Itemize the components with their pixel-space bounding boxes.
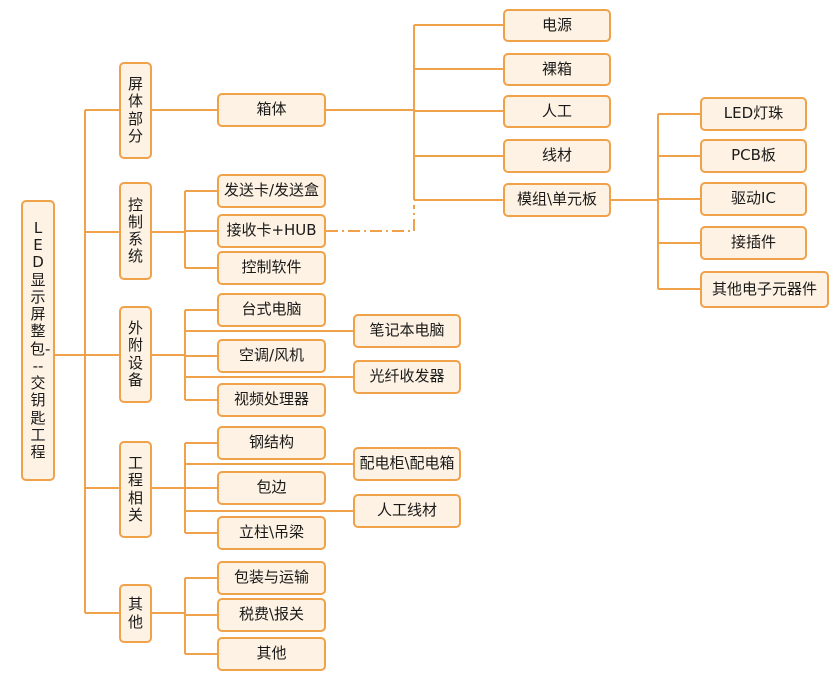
engineering-item: 立柱\吊梁 bbox=[217, 516, 326, 550]
module-item: PCB板 bbox=[700, 139, 807, 173]
other-item-label: 其他 bbox=[256, 644, 287, 663]
other-item: 包装与运输 bbox=[217, 561, 326, 595]
control-item-label: 发送卡/发送盒 bbox=[223, 181, 320, 200]
module-item-label: PCB板 bbox=[731, 146, 776, 165]
link-engineering-items bbox=[152, 442, 353, 534]
category-screen-label: 屏体部分 bbox=[127, 75, 143, 145]
root-node: LED显示屏整包---交钥匙工程 bbox=[21, 200, 55, 481]
module-item: 其他电子元器件 bbox=[700, 271, 829, 308]
engineering-item-label: 立柱\吊梁 bbox=[238, 523, 305, 542]
peripheral-item-label: 空调/风机 bbox=[238, 346, 305, 365]
module-item-label: LED灯珠 bbox=[723, 104, 784, 123]
module-item-label: 驱动IC bbox=[731, 189, 776, 208]
peripheral-side-label: 笔记本电脑 bbox=[369, 321, 445, 340]
root-label: LED显示屏整包---交钥匙工程 bbox=[30, 218, 51, 461]
cabinet-item-label: 人工 bbox=[541, 101, 572, 120]
link-root-categories bbox=[55, 109, 119, 614]
control-item: 控制软件 bbox=[217, 251, 326, 285]
module-item: 接插件 bbox=[700, 226, 807, 260]
cabinet-item-module: 模组\单元板 bbox=[503, 183, 611, 217]
cabinet-node: 箱体 bbox=[217, 93, 326, 127]
link-module-items bbox=[611, 113, 700, 290]
category-peripheral-label: 外附设备 bbox=[127, 319, 143, 389]
category-peripheral: 外附设备 bbox=[119, 306, 152, 403]
peripheral-side-item: 光纤收发器 bbox=[353, 360, 461, 394]
engineering-side-label: 配电柜\配电箱 bbox=[359, 454, 455, 473]
other-item-label: 税费\报关 bbox=[238, 605, 305, 624]
link-peripheral-items bbox=[152, 309, 353, 401]
engineering-item-label: 钢结构 bbox=[248, 433, 294, 452]
module-item-label: 其他电子元器件 bbox=[711, 279, 817, 298]
control-item: 接收卡+HUB bbox=[217, 214, 326, 248]
cabinet-item: 电源 bbox=[503, 9, 611, 42]
engineering-side-item: 人工线材 bbox=[353, 494, 461, 528]
cabinet-item-label: 线材 bbox=[541, 146, 572, 165]
category-engineering: 工程相关 bbox=[119, 441, 152, 538]
other-item-label: 包装与运输 bbox=[233, 568, 309, 587]
cabinet-item: 线材 bbox=[503, 139, 611, 173]
cabinet-item-label: 模组\单元板 bbox=[516, 190, 598, 209]
cabinet-item-label: 裸箱 bbox=[541, 59, 572, 78]
engineering-item: 包边 bbox=[217, 471, 326, 505]
other-item: 其他 bbox=[217, 637, 326, 671]
dashed-link-hub bbox=[326, 205, 415, 232]
other-item: 税费\报关 bbox=[217, 598, 326, 632]
module-item: 驱动IC bbox=[700, 182, 807, 216]
engineering-side-item: 配电柜\配电箱 bbox=[353, 447, 461, 481]
category-other: 其他 bbox=[119, 584, 152, 643]
control-item-label: 接收卡+HUB bbox=[226, 221, 317, 240]
peripheral-side-item: 笔记本电脑 bbox=[353, 314, 461, 348]
link-other-items bbox=[152, 577, 217, 655]
cabinet-item: 裸箱 bbox=[503, 53, 611, 86]
control-item-label: 控制软件 bbox=[241, 258, 302, 277]
engineering-item: 钢结构 bbox=[217, 426, 326, 460]
peripheral-item: 视频处理器 bbox=[217, 383, 326, 417]
category-control-label: 控制系统 bbox=[127, 195, 143, 266]
category-engineering-label: 工程相关 bbox=[127, 454, 143, 524]
peripheral-item-label: 视频处理器 bbox=[233, 390, 309, 409]
link-cabinet-items bbox=[326, 24, 503, 201]
peripheral-item: 台式电脑 bbox=[217, 293, 326, 327]
link-control-items bbox=[152, 190, 217, 269]
engineering-side-label: 人工线材 bbox=[376, 501, 437, 520]
peripheral-side-label: 光纤收发器 bbox=[369, 367, 445, 386]
cabinet-item: 人工 bbox=[503, 95, 611, 128]
category-screen: 屏体部分 bbox=[119, 62, 152, 159]
module-item: LED灯珠 bbox=[700, 97, 807, 131]
peripheral-item-label: 台式电脑 bbox=[241, 300, 302, 319]
engineering-item-label: 包边 bbox=[256, 478, 287, 497]
cabinet-label: 箱体 bbox=[256, 100, 287, 119]
peripheral-item: 空调/风机 bbox=[217, 339, 326, 373]
category-other-label: 其他 bbox=[127, 595, 143, 631]
cabinet-item-label: 电源 bbox=[541, 15, 572, 34]
control-item: 发送卡/发送盒 bbox=[217, 174, 326, 208]
module-item-label: 接插件 bbox=[730, 233, 776, 252]
category-control: 控制系统 bbox=[119, 182, 152, 280]
